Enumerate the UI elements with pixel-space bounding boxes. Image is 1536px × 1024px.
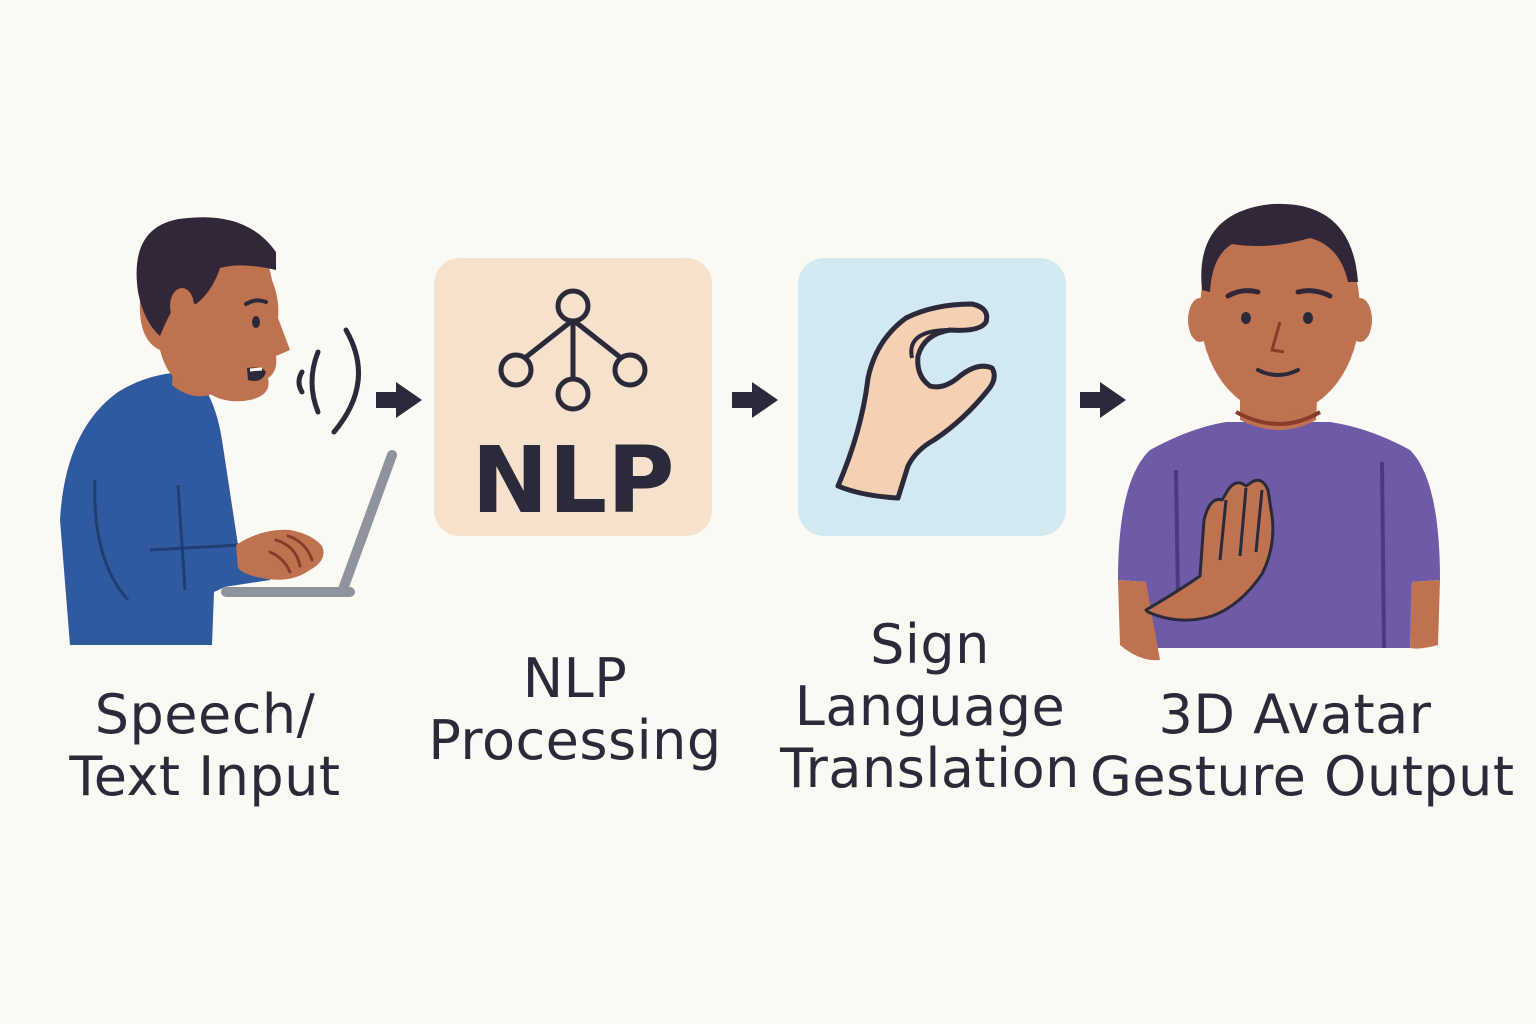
avatar-gesturing-icon [1118,203,1440,661]
step-label-speech-text-input: Speech/ Text Input [40,684,370,808]
step-label-nlp-processing: NLP Processing [400,648,750,772]
label-line: Sign [870,613,990,676]
sign-hand-icon [835,301,997,501]
sound-wave-icon [296,327,361,435]
arrow-right-icon [1080,382,1126,418]
label-line: Gesture Output [1090,745,1515,808]
label-line: Language [794,675,1066,738]
label-line: Translation [780,737,1080,800]
arrow-right-icon [732,382,778,418]
sign-box [798,258,1066,536]
label-line: Speech/ [94,683,316,746]
label-line: Processing [428,709,722,772]
step-label-avatar-gesture-output: 3D Avatar Gesture Output [1090,683,1515,808]
label-line: NLP [522,647,628,710]
arrow-right-icon [376,382,422,418]
nlp-box-text: NLP [471,427,674,534]
label-line: Text Input [69,745,341,808]
label-line: 3D Avatar [1158,683,1432,746]
step-label-sign-language-translation: Sign Language Translation [770,614,1090,800]
person-speaking-at-laptop-icon [60,217,397,645]
nlp-box: NLP [434,258,712,536]
network-tree-icon [498,288,648,412]
